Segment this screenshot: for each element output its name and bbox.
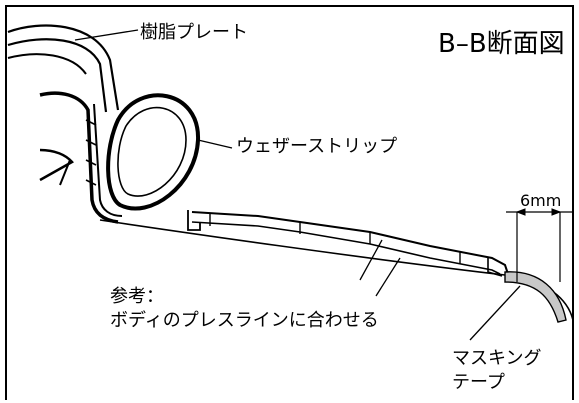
- masking-tape-label-line2: テープ: [452, 372, 505, 393]
- dimension-label: 6mm: [520, 191, 561, 210]
- masking-tape-shape: [504, 271, 567, 323]
- resin-plate-label: 樹脂プレート: [140, 22, 248, 43]
- reference-label: 参考：: [110, 286, 164, 307]
- page-title: B–B断面図: [438, 29, 565, 59]
- molding-strip-shape: [187, 210, 509, 277]
- body-panel-shape: [39, 91, 123, 224]
- resin-plate-shape: [7, 24, 120, 113]
- weatherstrip-shape: [106, 93, 201, 211]
- masking-tape-label-line1: マスキング: [452, 348, 541, 369]
- leader-lines: [74, 29, 521, 341]
- dimension-marker: [506, 208, 573, 282]
- weatherstrip-label: ウェザーストリップ: [236, 136, 397, 157]
- diagram-frame: [5, 5, 574, 400]
- press-line-label: ボディのプレスラインに合わせる: [110, 310, 379, 331]
